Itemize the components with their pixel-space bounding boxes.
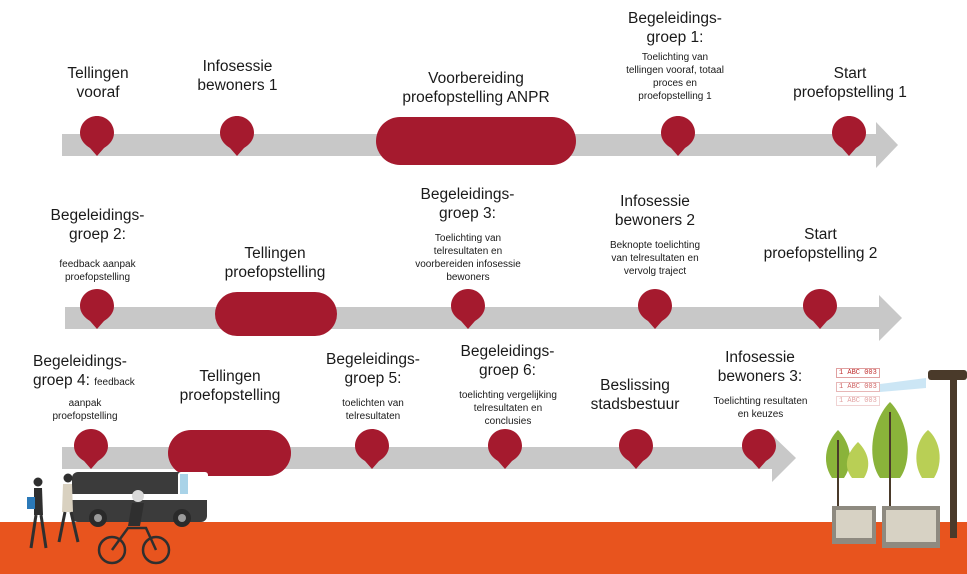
milestone-title: Begeleidings-groep 3: [420,186,515,222]
tree-planter-illustration [825,402,940,548]
ground-band [0,522,967,574]
license-plate: 1 ABC 003 [836,368,880,378]
license-plate: 1 ABC 003 [836,382,880,392]
anpr-camera-pole [880,370,967,538]
milestone-title: Begeleidings-groep 5: [326,351,420,387]
milestone-title: Begeleidings-groep 1: [628,10,722,46]
milestone-title: Begeleidings-groep 6: [460,343,555,379]
cyclist-illustration [97,490,171,565]
milestone-title: Begeleidings-groep 2: [50,207,145,243]
marker-pill [168,430,291,476]
license-plate: 1 ABC 003 [836,396,880,406]
milestone-title: Begeleidings- groep 4: feedback [33,353,135,389]
pedestrian-illustration [27,473,80,549]
milestone-detail-inline: feedback [94,376,135,388]
marker-pill [376,117,576,165]
marker-pill [215,292,337,336]
